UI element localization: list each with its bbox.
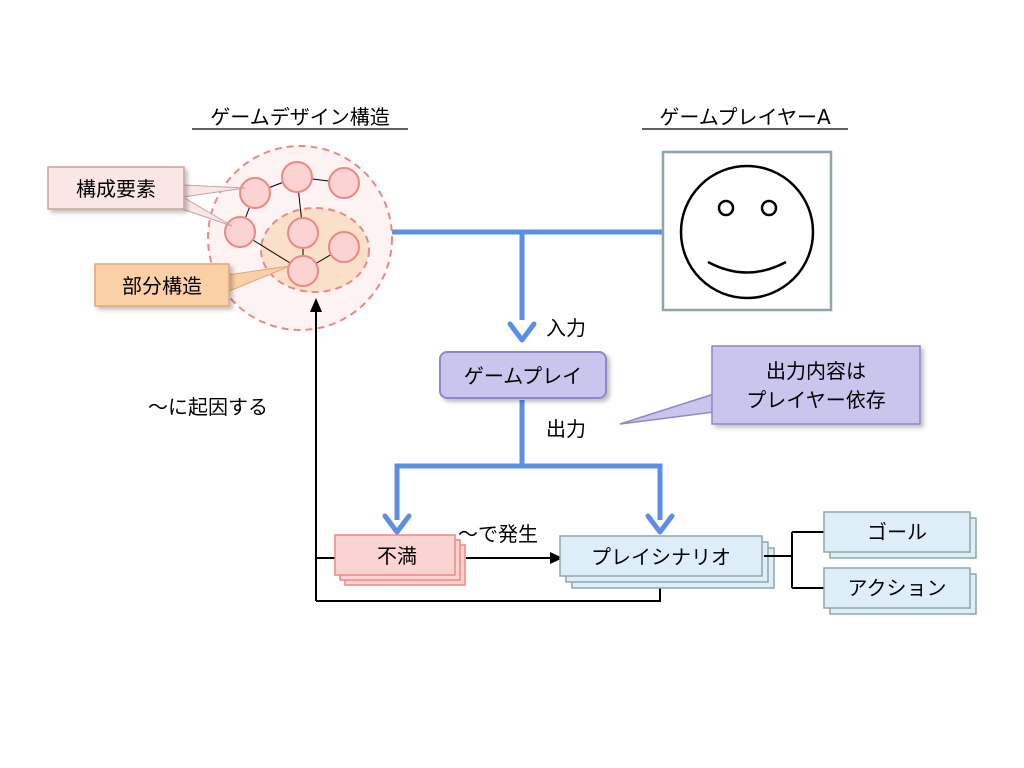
input-label: 入力 <box>546 316 586 340</box>
output-note-pointer <box>619 392 715 425</box>
smiley-face-icon <box>679 164 815 300</box>
flow-lines <box>392 229 665 520</box>
occurs-in-arrowhead <box>550 552 563 564</box>
play-scenario-box: プレイシナリオ <box>559 535 775 589</box>
element-node <box>224 216 256 248</box>
smiley-right-eye <box>760 199 778 217</box>
play-scenario-label: プレイシナリオ <box>591 545 731 569</box>
element-node <box>287 255 319 287</box>
player-a-box <box>661 150 833 312</box>
caused-by-label: 〜に起因する <box>148 395 268 419</box>
scenario-bracket <box>764 531 824 589</box>
elements-callout: 構成要素 <box>47 166 246 227</box>
dissatisfaction-label: 不満 <box>377 544 417 568</box>
element-node <box>287 217 319 249</box>
goal-label: ゴール <box>867 520 927 544</box>
right-branch-arrowhead <box>645 513 675 535</box>
gameplay-label: ゲームプレイ <box>464 364 582 388</box>
player-a-title: ゲームプレイヤーA <box>659 105 831 129</box>
left-branch-arrowhead <box>382 513 412 535</box>
output-note-callout: 出力内容は プレイヤー依存 <box>619 345 921 425</box>
element-node <box>239 177 271 209</box>
smiley-mouth <box>707 260 787 274</box>
action-box: アクション <box>823 567 977 615</box>
occurs-in-label: 〜で発生 <box>458 522 538 546</box>
gameplay-box: ゲームプレイ <box>439 351 607 399</box>
action-label: アクション <box>848 576 947 600</box>
goal-box: ゴール <box>823 511 977 559</box>
substructure-callout: 部分構造 <box>94 263 291 307</box>
output-note-line1: 出力内容は <box>766 359 866 383</box>
substructure-callout-label: 部分構造 <box>122 274 202 298</box>
feedback-arrowhead <box>310 298 322 312</box>
input-arrowhead <box>507 321 537 343</box>
element-node <box>281 161 313 193</box>
element-node <box>328 167 360 199</box>
element-node <box>328 231 360 263</box>
flow-arrowheads <box>382 321 675 535</box>
smiley-left-eye <box>717 199 735 217</box>
design-structure-title: ゲームデザイン構造 <box>210 105 389 129</box>
dissatisfaction-box: 不満 <box>334 534 466 586</box>
output-label: 出力 <box>546 417 586 441</box>
elements-callout-label: 構成要素 <box>76 177 156 201</box>
design-structure-cluster <box>207 145 393 331</box>
output-note-line2: プレイヤー依存 <box>746 388 885 412</box>
